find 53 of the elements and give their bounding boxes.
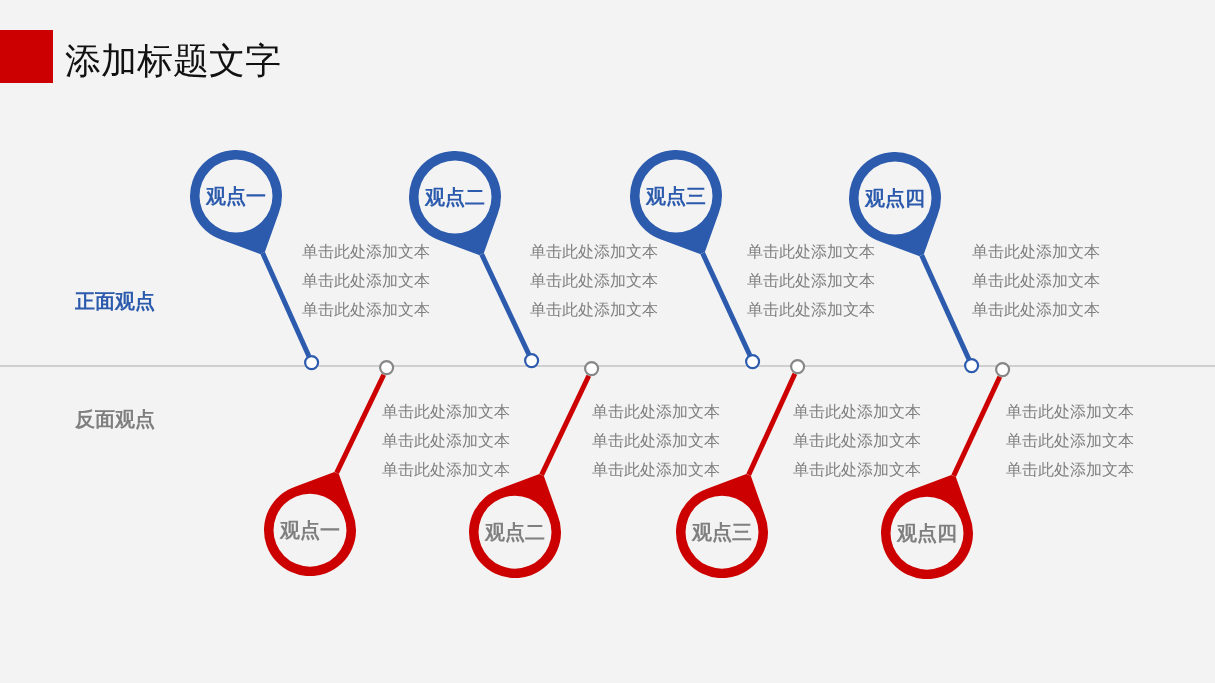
dot-icon [524,353,540,369]
body-text: 单击此处添加文本 [793,402,921,422]
pin-label: 观点二 [425,185,485,209]
body-text: 单击此处添加文本 [382,402,510,422]
pin-stem [746,372,798,476]
pin-marker [264,471,356,576]
pin-stem [260,252,312,358]
dot-icon [745,354,761,370]
body-text: 单击此处添加文本 [972,271,1100,291]
body-text: 单击此处添加文本 [1006,431,1134,451]
body-text: 单击此处添加文本 [302,271,430,291]
body-text: 单击此处添加文本 [302,242,430,262]
body-text: 单击此处添加文本 [302,300,430,320]
pin-marker [190,150,282,255]
row-label: 正面观点 [75,289,155,314]
pin-stem [700,252,753,357]
dot-icon [790,359,806,375]
body-text: 单击此处添加文本 [592,460,720,480]
body-text: 单击此处添加文本 [530,271,658,291]
pin-stem [951,375,1003,477]
body-text: 单击此处添加文本 [592,431,720,451]
pin-stem [919,254,972,361]
body-text: 单击此处添加文本 [530,242,658,262]
dot-icon [584,361,600,377]
body-text: 单击此处添加文本 [382,431,510,451]
pin-label: 观点四 [865,186,925,210]
pin-label: 观点一 [280,518,340,542]
pin-label: 观点三 [692,520,752,544]
title: 添加标题文字 [65,39,281,83]
pin-label: 观点四 [897,521,957,545]
pin-stem [539,374,592,476]
pin-stem [334,373,386,474]
dot-icon [379,360,395,376]
row-label: 反面观点 [75,407,155,432]
body-text: 单击此处添加文本 [1006,460,1134,480]
body-text: 单击此处添加文本 [972,242,1100,262]
dot-icon [995,362,1011,378]
pin-label: 观点二 [485,520,545,544]
body-text: 单击此处添加文本 [530,300,658,320]
pin-label: 观点三 [646,184,706,208]
dot-icon [964,358,980,374]
body-text: 单击此处添加文本 [592,402,720,422]
body-text: 单击此处添加文本 [793,431,921,451]
body-text: 单击此处添加文本 [1006,402,1134,422]
pin-stem [479,253,532,356]
body-text: 单击此处添加文本 [747,271,875,291]
body-text: 单击此处添加文本 [972,300,1100,320]
dot-icon [304,355,320,371]
body-text: 单击此处添加文本 [793,460,921,480]
pin-label: 观点一 [206,184,266,208]
body-text: 单击此处添加文本 [747,300,875,320]
body-text: 单击此处添加文本 [747,242,875,262]
body-text: 单击此处添加文本 [382,460,510,480]
